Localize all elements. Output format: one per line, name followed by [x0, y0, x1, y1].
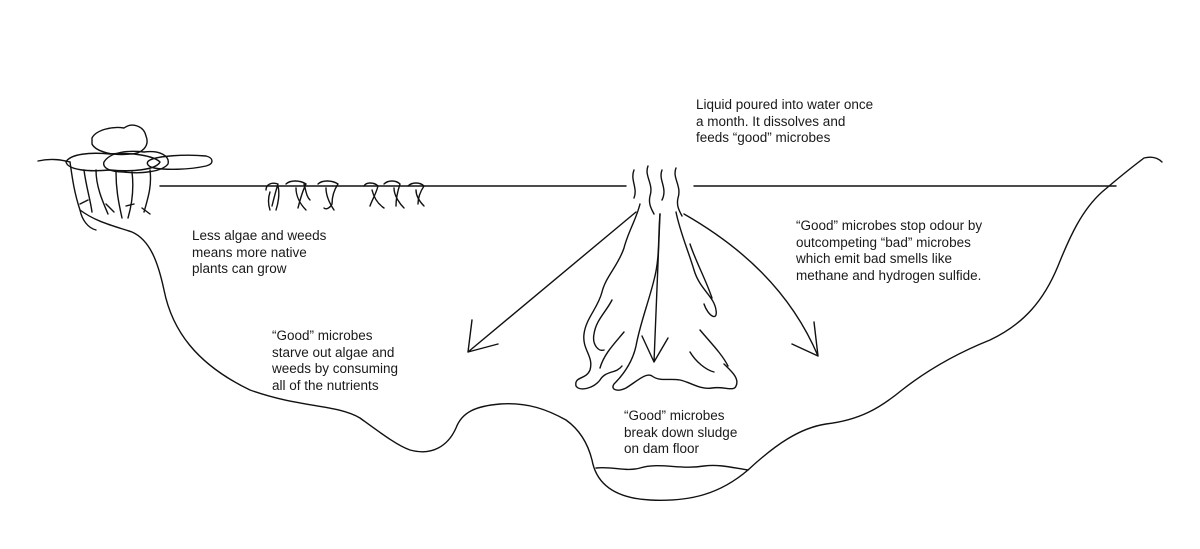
roots — [79, 169, 152, 219]
algae-label: Less algae and weeds means more native p… — [192, 228, 327, 276]
arrow-right — [683, 213, 819, 357]
odour-label: “Good” microbes stop odour by outcompeti… — [796, 218, 983, 283]
floor-sludge-line — [595, 464, 749, 471]
plume-center — [612, 213, 738, 391]
sludge-label: “Good” microbes break down sludge on dam… — [624, 408, 738, 456]
dam-basin-outline — [37, 156, 1163, 501]
rock-top — [91, 124, 148, 156]
left-bank — [69, 161, 97, 231]
pad-3 — [146, 154, 213, 171]
plume-right — [592, 211, 729, 373]
weed-cluster-1 — [265, 182, 280, 211]
weed-cluster-2 — [285, 180, 311, 211]
weed-cluster-5 — [383, 180, 405, 209]
weed-cluster-6 — [407, 182, 425, 207]
plume-left — [575, 203, 641, 390]
liquid-label: Liquid poured into water once a month. I… — [696, 97, 874, 145]
weed-cluster-4 — [363, 182, 385, 209]
weed-cluster-3 — [317, 180, 339, 211]
starve-label: “Good” microbes starve out algae and wee… — [272, 328, 399, 393]
pour-swirls — [632, 165, 683, 217]
pad-1 — [65, 152, 161, 172]
arrow-center — [641, 213, 669, 363]
pad-2 — [103, 150, 169, 174]
arrow-left — [467, 211, 637, 353]
